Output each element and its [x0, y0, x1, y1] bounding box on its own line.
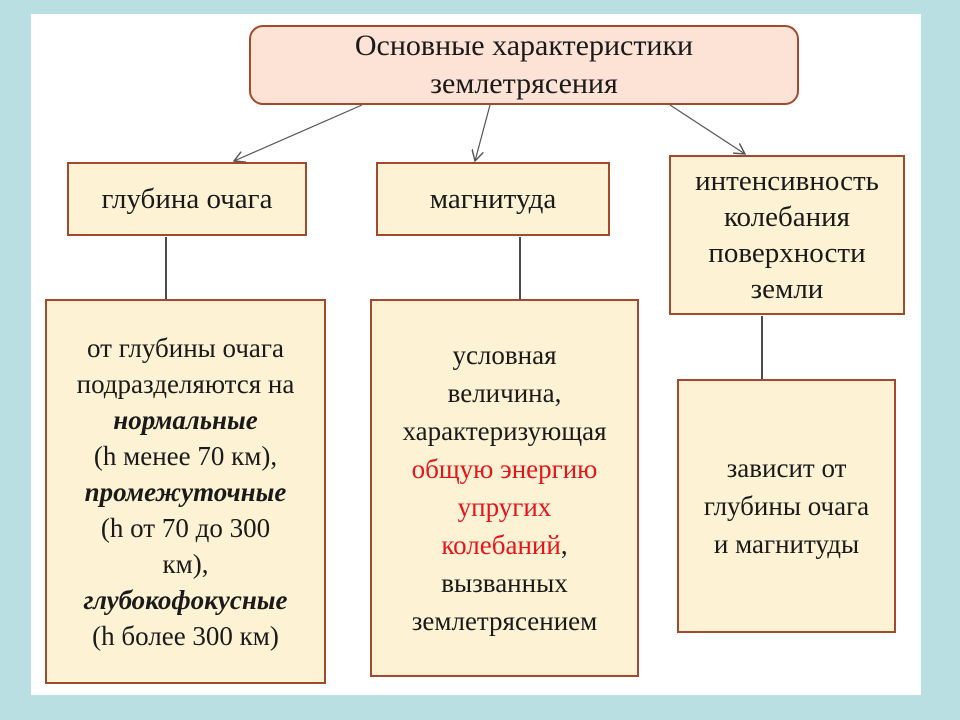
depth-type-normal: нормальные [113, 404, 258, 435]
category-intensity-line-2: колебания [723, 201, 851, 233]
magnitude-highlight-3: колебаний [441, 530, 561, 560]
category-intensity-box: интенсивность колебания поверхности земл… [669, 155, 905, 315]
depth-range-normal: (h менее 70 км), [93, 440, 278, 471]
depth-desc-line-2: подразделяются на [76, 368, 295, 399]
intensity-description-box: зависит от глубины очага и магнитуды [677, 379, 896, 633]
title-line-2: землетрясения [430, 67, 618, 100]
magnitude-desc-line-2: величина, [447, 378, 562, 408]
category-depth-label: глубина очага [101, 183, 273, 215]
category-depth-box: глубина очага [67, 162, 307, 236]
intensity-desc-line-2: глубины очага [703, 491, 870, 521]
magnitude-description-box: условная величина, характеризующая общую… [370, 299, 639, 677]
depth-description-box: от глубины очага подразделяются на норма… [45, 299, 326, 684]
depth-type-deep: глубокофокусные [83, 584, 288, 615]
title-line-1: Основные характеристики [354, 29, 694, 62]
depth-range-intermediate-b: км), [162, 548, 209, 579]
depth-range-deep: (h более 300 км) [92, 620, 279, 651]
magnitude-highlight-1: общую энергию [411, 454, 598, 484]
category-intensity-line-3: поверхности [708, 237, 866, 269]
depth-type-intermediate: промежуточные [84, 476, 287, 507]
magnitude-desc-line-3: характеризующая [402, 416, 607, 446]
title-box: Основные характеристики землетрясения [249, 25, 799, 105]
intensity-desc-line-1: зависит от [726, 453, 847, 483]
intensity-desc-line-3: и магнитуды [713, 529, 860, 559]
category-magnitude-label: магнитуда [429, 183, 557, 215]
category-magnitude-box: магнитуда [376, 162, 610, 236]
category-intensity-line-4: земли [750, 273, 824, 305]
magnitude-desc-line-4: вызванных [441, 568, 568, 598]
depth-desc-line-1: от глубины очага [87, 332, 284, 363]
depth-range-intermediate-a: (h от 70 до 300 [100, 512, 271, 543]
magnitude-desc-line-1: условная [452, 340, 557, 370]
magnitude-highlight-2: упругих [457, 492, 552, 522]
category-intensity-line-1: интенсивность [695, 165, 879, 197]
magnitude-desc-line-5: землетрясением [411, 606, 598, 636]
magnitude-comma: , [560, 530, 568, 560]
